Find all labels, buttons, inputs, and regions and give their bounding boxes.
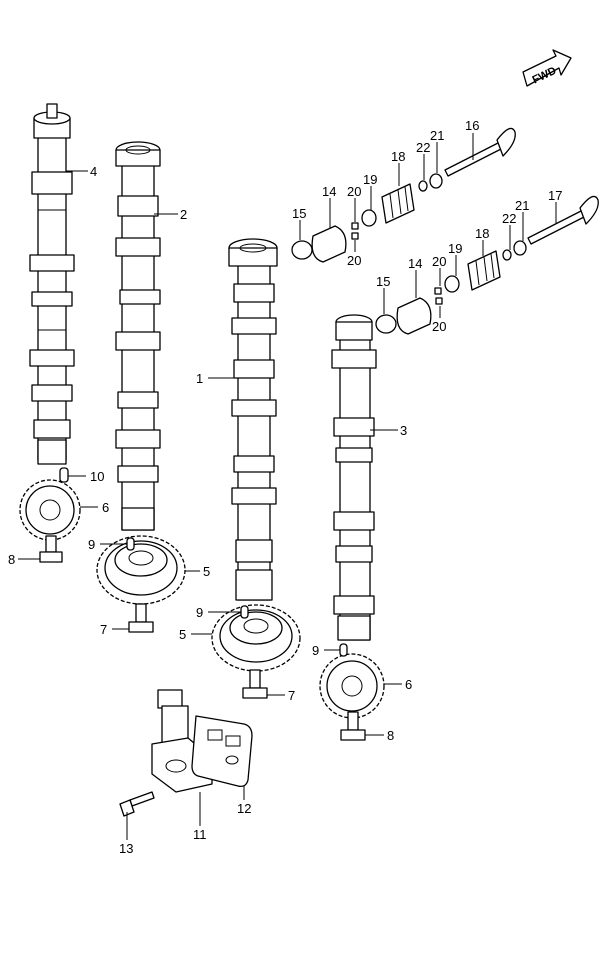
camshaft-3 xyxy=(331,314,377,641)
callout-9: 9 xyxy=(312,643,319,658)
bolt-7-center xyxy=(242,669,268,699)
callout-13: 13 xyxy=(119,841,133,856)
camshaft-1 xyxy=(228,238,278,601)
seal-22-lower xyxy=(502,249,512,261)
callout-9: 9 xyxy=(88,537,95,552)
shim-15-lower xyxy=(375,314,397,334)
pin-9-left xyxy=(126,537,135,551)
callout-7: 7 xyxy=(100,622,107,637)
callout-12: 12 xyxy=(237,801,251,816)
gasket-12 xyxy=(191,715,253,788)
callout-3: 3 xyxy=(400,423,407,438)
keeper-20-lower xyxy=(434,287,442,295)
callout-21: 21 xyxy=(430,128,444,143)
callout-15: 15 xyxy=(376,274,390,289)
callout-20: 20 xyxy=(432,254,446,269)
callout-21: 21 xyxy=(515,198,529,213)
callout-22: 22 xyxy=(416,140,430,155)
callout-14: 14 xyxy=(408,256,422,271)
leader-lines xyxy=(18,133,557,840)
callout-18: 18 xyxy=(475,226,489,241)
callout-5: 5 xyxy=(179,627,186,642)
seal-22-upper xyxy=(418,180,428,192)
lifter-14-upper xyxy=(311,225,347,263)
callout-16: 16 xyxy=(465,118,479,133)
pin-10 xyxy=(59,467,69,483)
retainer-21-upper xyxy=(429,173,443,189)
keeper-20-upper xyxy=(351,222,359,230)
sprocket-6-right xyxy=(319,653,385,719)
pin-9-right xyxy=(339,643,348,657)
pin-9-center xyxy=(240,605,249,619)
callout-15: 15 xyxy=(292,206,306,221)
seat-19-upper xyxy=(361,209,377,227)
callout-labels: 4 2 1 3 10 6 8 9 5 7 9 5 7 9 6 8 11 12 1… xyxy=(8,118,562,856)
bolt-13 xyxy=(119,791,155,817)
camshaft-4 xyxy=(29,103,75,465)
callout-6: 6 xyxy=(405,677,412,692)
callout-5: 5 xyxy=(203,564,210,579)
valve-16 xyxy=(444,141,504,177)
callout-10: 10 xyxy=(90,469,104,484)
callout-22: 22 xyxy=(502,211,516,226)
sprocket-5-left xyxy=(96,535,186,605)
valve-set-upper xyxy=(291,127,516,263)
valve-17 xyxy=(527,209,587,245)
seat-19-lower xyxy=(444,275,460,293)
shim-15-upper xyxy=(291,240,313,260)
fwd-arrow-icon: FWD xyxy=(522,49,572,87)
callout-11: 11 xyxy=(193,827,207,842)
spring-18-lower xyxy=(467,250,501,291)
callout-18: 18 xyxy=(391,149,405,164)
callout-20: 20 xyxy=(432,319,446,334)
bolt-8-right xyxy=(340,711,366,741)
callout-2: 2 xyxy=(180,207,187,222)
callout-20: 20 xyxy=(347,184,361,199)
callout-17: 17 xyxy=(548,188,562,203)
callout-1: 1 xyxy=(196,371,203,386)
callout-20: 20 xyxy=(347,253,361,268)
retainer-21-lower xyxy=(513,240,527,256)
sprocket-6-left xyxy=(19,479,81,541)
bolt-8-left xyxy=(39,535,63,563)
valve-set-lower xyxy=(375,195,599,335)
callout-14: 14 xyxy=(322,184,336,199)
callout-9: 9 xyxy=(196,605,203,620)
sprocket-5-center xyxy=(211,604,301,672)
lifter-14-lower xyxy=(396,297,432,335)
callout-19: 19 xyxy=(448,241,462,256)
callout-8: 8 xyxy=(8,552,15,567)
camshaft-2 xyxy=(115,141,161,531)
bolt-7-left xyxy=(128,603,154,633)
spring-18-upper xyxy=(381,183,415,224)
callout-19: 19 xyxy=(363,172,377,187)
callout-4: 4 xyxy=(90,164,97,179)
callout-7: 7 xyxy=(288,688,295,703)
callout-8: 8 xyxy=(387,728,394,743)
callout-6: 6 xyxy=(102,500,109,515)
